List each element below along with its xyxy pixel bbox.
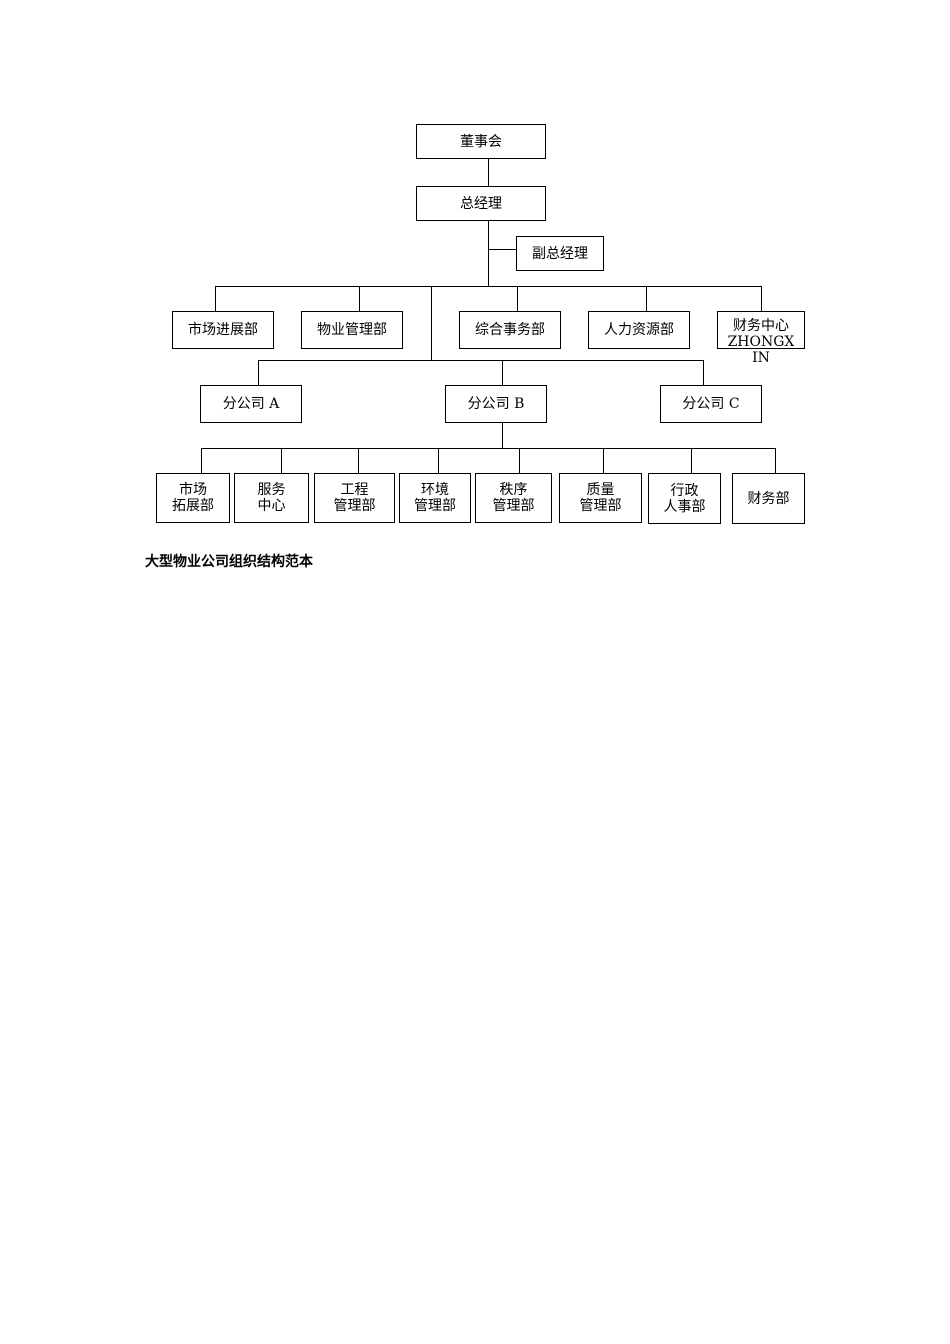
node-branch-department: 服务 中心 xyxy=(234,473,309,523)
node-branch-department-label: 行政 人事部 xyxy=(663,482,706,515)
node-vice-general-manager: 副总经理 xyxy=(516,236,604,271)
node-general-manager-label: 总经理 xyxy=(460,195,502,212)
node-branch-department: 市场 拓展部 xyxy=(156,473,230,523)
node-branch-department: 质量 管理部 xyxy=(559,473,642,523)
node-branch-department: 行政 人事部 xyxy=(648,473,721,524)
caption: 大型物业公司组织结构范本 xyxy=(145,554,313,570)
node-general-manager: 总经理 xyxy=(416,186,546,221)
node-department: 物业管理部 xyxy=(301,311,403,349)
node-branch: 分公司 C xyxy=(660,385,762,423)
node-department-label: 市场进展部 xyxy=(188,322,258,338)
node-board-label: 董事会 xyxy=(460,133,502,150)
node-department: 市场进展部 xyxy=(172,311,274,349)
node-branch: 分公司 B xyxy=(445,385,547,423)
node-branch-label: 分公司 C xyxy=(682,396,740,412)
node-vice-general-manager-label: 副总经理 xyxy=(532,245,588,262)
node-department-label: 物业管理部 xyxy=(317,322,387,338)
node-branch-department-label: 环境 管理部 xyxy=(414,482,456,514)
node-branch-department-label: 服务 中心 xyxy=(257,482,286,514)
node-board: 董事会 xyxy=(416,124,546,159)
node-branch-label: 分公司 A xyxy=(222,396,280,412)
node-finance-center: 财务中心 ZHONGX IN xyxy=(717,311,805,366)
node-branch-department-label: 市场 拓展部 xyxy=(172,482,214,514)
node-department-label: 人力资源部 xyxy=(604,322,674,338)
node-branch-department: 工程 管理部 xyxy=(314,473,395,523)
node-branch-department-label: 质量 管理部 xyxy=(579,482,622,514)
node-department: 综合事务部 xyxy=(459,311,561,349)
node-department-label: 综合事务部 xyxy=(475,322,545,338)
node-branch-department-label: 财务部 xyxy=(747,490,790,507)
node-branch-label: 分公司 B xyxy=(467,396,525,412)
node-branch: 分公司 A xyxy=(200,385,302,423)
node-branch-department: 秩序 管理部 xyxy=(475,473,552,523)
node-branch-department-label: 工程 管理部 xyxy=(333,482,376,514)
node-department: 人力资源部 xyxy=(588,311,690,349)
node-branch-department-label: 秩序 管理部 xyxy=(492,482,535,514)
org-chart-connectors xyxy=(201,158,776,473)
node-finance-center-label: 财务中心 ZHONGX IN xyxy=(727,318,795,366)
node-branch-department: 财务部 xyxy=(732,473,805,524)
node-branch-department: 环境 管理部 xyxy=(399,473,471,523)
